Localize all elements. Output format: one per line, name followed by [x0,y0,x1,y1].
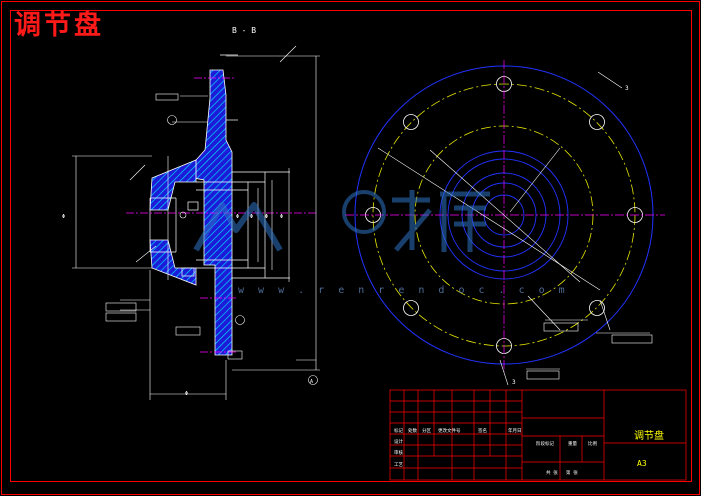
hub-section [149,159,197,211]
section-view: Φ Φ Φ Φ Φ Φ A [62,45,320,400]
svg-text:3: 3 [625,85,629,92]
flange-plate [193,69,233,356]
svg-text:设计: 设计 [394,438,403,445]
svg-text:标记: 标记 [394,427,403,434]
svg-text:Φ: Φ [62,214,65,220]
svg-text:Φ: Φ [250,214,253,220]
svg-text:Φ: Φ [265,214,268,220]
svg-text:阶段标记: 阶段标记 [536,440,554,447]
svg-text:处数: 处数 [408,427,417,434]
watermark-logo [193,190,490,252]
svg-text:共 张: 共 张 [546,469,558,476]
svg-text:工艺: 工艺 [394,462,403,468]
section-label: B - B [232,26,257,35]
svg-text:重量: 重量 [568,440,577,447]
svg-text:Φ: Φ [185,391,188,397]
inner-frame [10,10,692,482]
title-block [389,389,687,481]
drawing-title: 调节盘 [14,10,104,41]
title-block-code: A3 [637,459,647,468]
svg-text:分区: 分区 [422,427,431,434]
svg-text:签名: 签名 [478,427,487,434]
svg-text:Φ: Φ [236,214,239,220]
watermark-url: w w w . r e n r e n d o c . c o m [238,285,569,296]
svg-text:第 张: 第 张 [566,469,578,476]
svg-text:审核: 审核 [394,449,403,456]
svg-text:Φ: Φ [280,214,283,220]
plan-view: 3 3 [345,60,665,386]
svg-text:年月日: 年月日 [508,427,522,434]
svg-text:比例: 比例 [588,440,597,447]
svg-text:3: 3 [512,379,516,386]
title-block-part-name: 调节盘 [634,431,664,442]
hub-section-lower [149,239,197,286]
svg-text:A: A [310,379,313,385]
svg-text:更改文件号: 更改文件号 [438,427,461,434]
